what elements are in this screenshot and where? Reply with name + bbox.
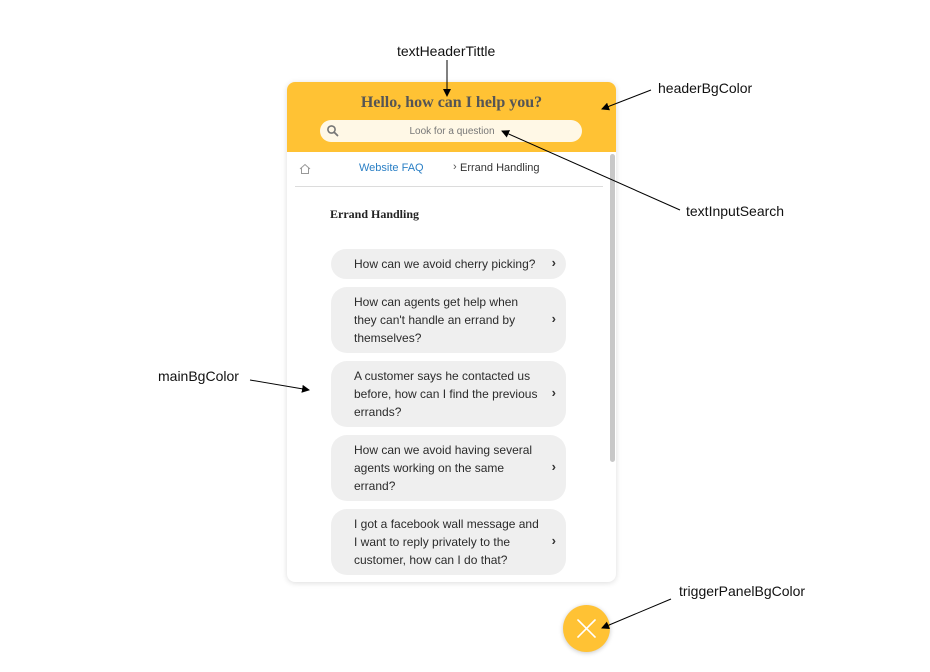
chevron-right-icon: › — [551, 385, 556, 400]
chevron-right-icon: › — [551, 311, 556, 326]
faq-item[interactable]: I got a facebook wall message and I want… — [331, 509, 566, 575]
scrollbar-thumb[interactable] — [610, 154, 615, 462]
callout-text-input-search: textInputSearch — [686, 203, 785, 219]
trigger-panel-button[interactable] — [563, 605, 610, 652]
callout-trigger-panel-bg-color: triggerPanelBgColor — [679, 583, 806, 599]
breadcrumb-chevron-icon: › — [453, 161, 457, 173]
header-title: Hello, how can I help you? — [360, 94, 543, 111]
widget-header: Hello, how can I help you? — [287, 82, 616, 152]
section-title: Errand Handling — [330, 207, 420, 221]
callout-header-bg-color: headerBgColor — [658, 80, 753, 96]
close-icon — [577, 619, 596, 638]
breadcrumb: Website FAQ › Errand Handling — [295, 152, 603, 187]
faq-item[interactable]: How can agents get help when they can't … — [331, 287, 566, 353]
faq-item[interactable]: How can we avoid having several agents w… — [331, 435, 566, 501]
chevron-right-icon: › — [551, 533, 556, 548]
chevron-right-icon: › — [551, 459, 556, 474]
faq-item[interactable]: A customer says he contacted us before, … — [331, 361, 566, 427]
chat-widget-panel: Hello, how can I help you? Website FAQ ›… — [287, 82, 616, 582]
arrow-trigger — [601, 598, 672, 629]
breadcrumb-link-website-faq[interactable]: Website FAQ — [359, 162, 424, 174]
breadcrumb-current: Errand Handling — [460, 162, 540, 174]
faq-item[interactable]: How can we avoid cherry picking? › — [331, 249, 566, 279]
search-input[interactable] — [342, 120, 562, 142]
faq-item-text: A customer says he contacted us before, … — [354, 369, 538, 419]
callout-main-bg-color: mainBgColor — [158, 368, 239, 384]
callout-text-header-title: textHeaderTittle — [397, 43, 496, 59]
faq-item-text: How can agents get help when they can't … — [354, 295, 519, 345]
search-box[interactable] — [320, 120, 582, 142]
search-icon — [327, 125, 339, 137]
faq-item-text: How can we avoid having several agents w… — [354, 443, 533, 493]
faq-item-text: How can we avoid cherry picking? — [354, 257, 536, 271]
home-icon[interactable] — [298, 162, 312, 176]
chevron-right-icon: › — [551, 255, 556, 270]
faq-item-text: I got a facebook wall message and I want… — [354, 517, 539, 567]
